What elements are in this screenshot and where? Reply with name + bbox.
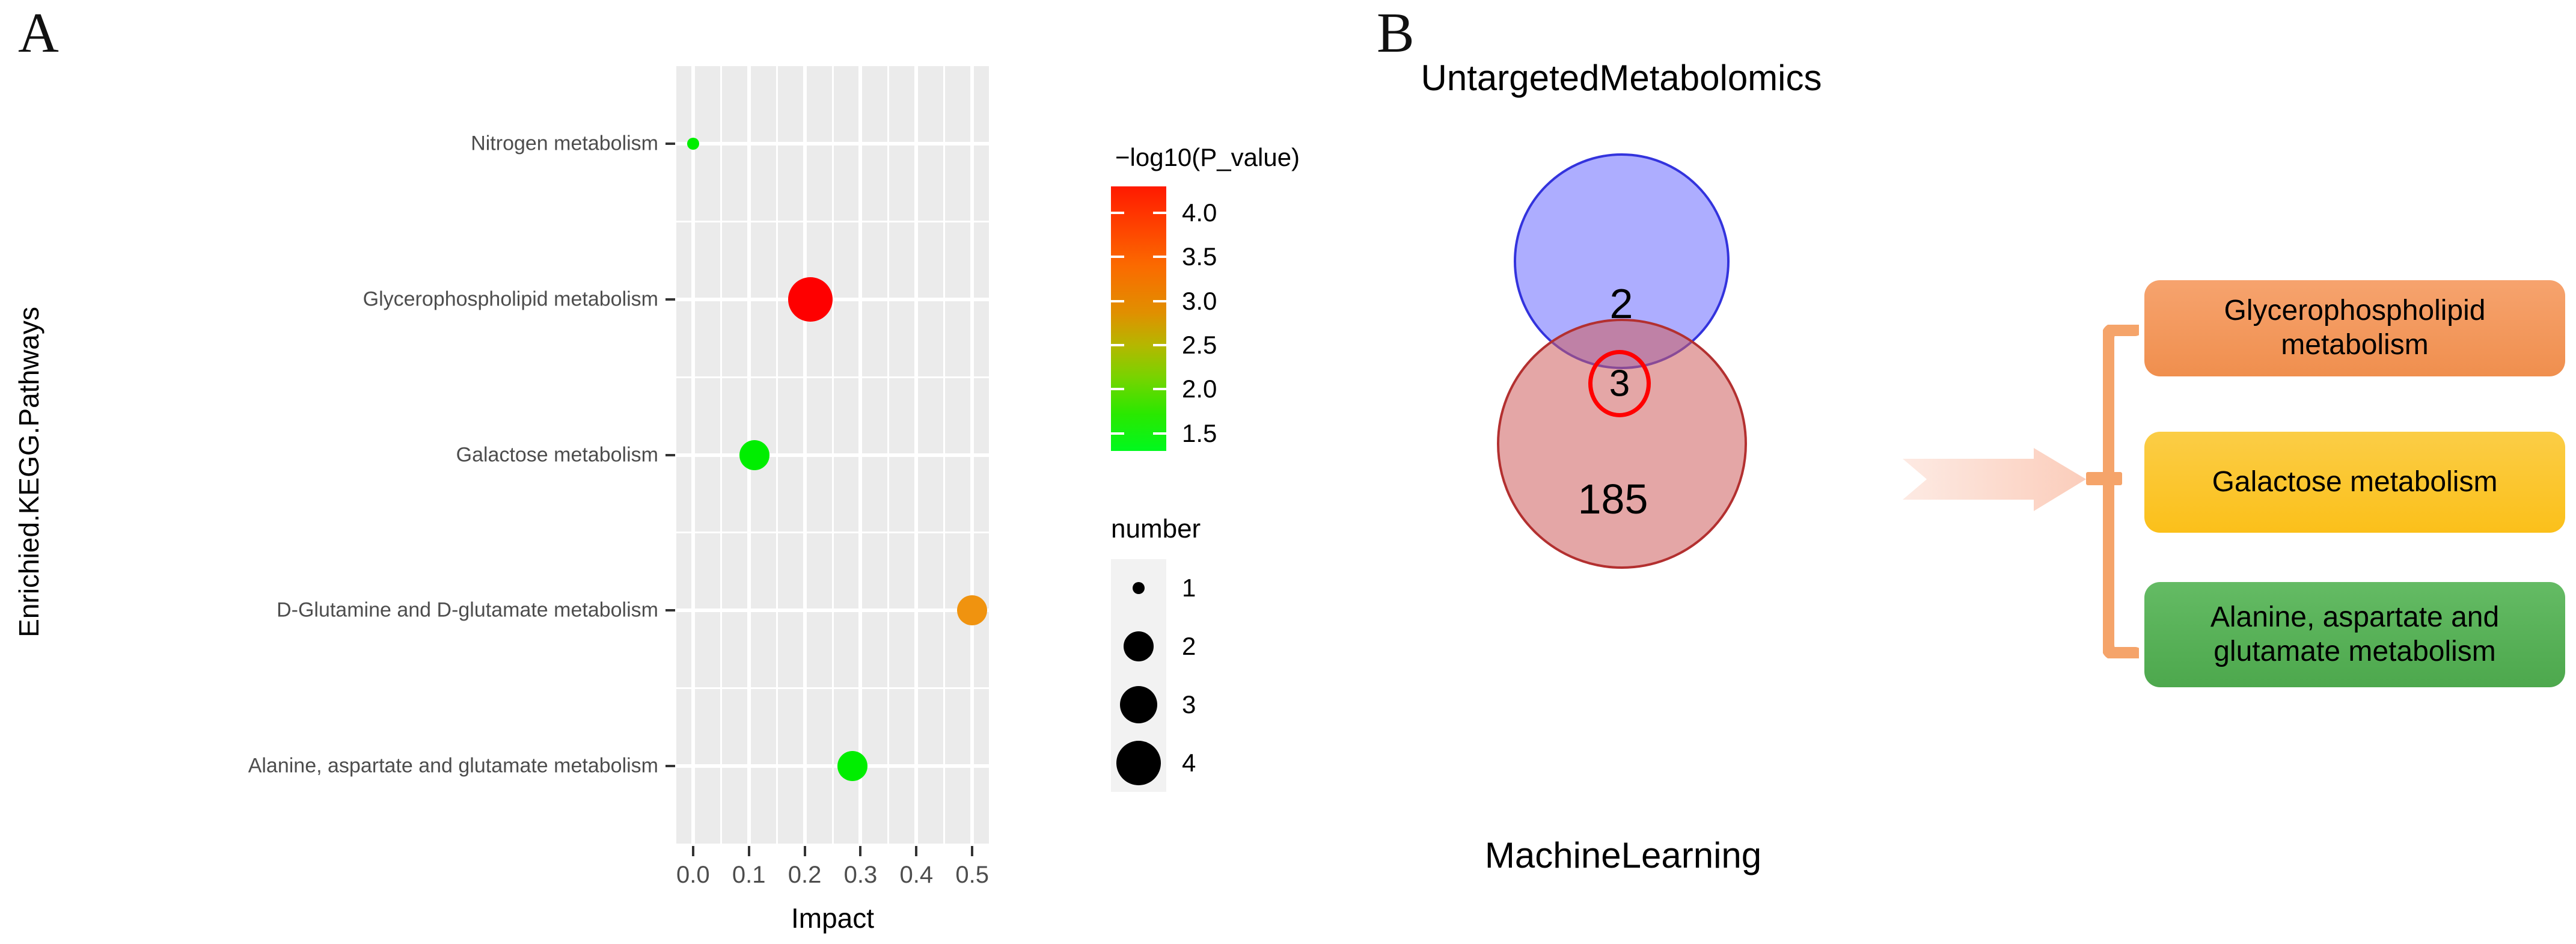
gridline-horizontal-minor <box>676 687 989 689</box>
x-axis-title: Impact <box>791 903 875 934</box>
x-axis-tick-label: 0.5 <box>955 862 989 888</box>
y-axis-tick <box>665 298 675 301</box>
gridline-horizontal-major <box>676 453 989 457</box>
color-legend-tick-label: 1.5 <box>1182 418 1217 447</box>
color-legend-bar <box>1111 186 1166 451</box>
color-legend-tick-label: 4.0 <box>1182 198 1217 227</box>
dotplot-point <box>687 138 699 150</box>
color-legend-tick-label: 3.5 <box>1182 242 1217 271</box>
gridline-horizontal-major <box>676 764 989 768</box>
size-legend-label: 3 <box>1182 690 1196 719</box>
y-axis-tick <box>665 143 675 146</box>
size-legend-dot <box>1116 740 1161 785</box>
dotplot-plot-area <box>676 66 989 844</box>
gridline-horizontal-major <box>676 608 989 613</box>
y-axis-tick <box>665 764 675 767</box>
color-legend-tick <box>1111 432 1124 435</box>
bracket-icon <box>2103 325 2139 658</box>
color-legend-tick <box>1111 344 1124 346</box>
size-legend-dot <box>1120 685 1157 723</box>
x-axis-tick-label: 0.0 <box>676 862 710 888</box>
color-legend-tick <box>1111 212 1124 214</box>
color-legend-tick-label: 2.0 <box>1182 375 1217 403</box>
gridline-horizontal-minor <box>676 376 989 378</box>
x-axis-tick-label: 0.2 <box>788 862 822 888</box>
x-axis-tick <box>915 846 918 856</box>
color-legend-tick <box>1111 299 1124 302</box>
color-legend-tick-label: 2.5 <box>1182 331 1217 359</box>
gridline-horizontal-major <box>676 142 989 146</box>
size-legend-label: 4 <box>1182 748 1196 777</box>
dotplot-point <box>837 750 867 781</box>
color-legend-tick <box>1153 388 1166 391</box>
y-axis-tick-label: Galactose metabolism <box>456 443 658 466</box>
y-axis-tick-label: D-Glutamine and D-glutamate metabolism <box>277 598 658 622</box>
gridline-horizontal-minor <box>676 221 989 223</box>
size-legend-dot <box>1133 582 1145 595</box>
panel-b-letter: B <box>1377 2 1415 64</box>
venn-label-machine-learning: MachineLearning <box>1484 835 1762 875</box>
x-axis-tick <box>747 846 750 856</box>
y-axis-tick <box>665 453 675 456</box>
arrow-icon <box>1903 448 2086 511</box>
venn-intersection-highlight-ring <box>1588 350 1651 417</box>
x-axis-tick <box>691 846 694 856</box>
gridline-horizontal-minor <box>676 532 989 534</box>
pathway-box-glycerophospholipid: Glycerophospholipid metabolism <box>2144 280 2565 376</box>
x-axis-tick-label: 0.3 <box>843 862 878 888</box>
color-legend-tick <box>1153 256 1166 259</box>
color-legend-tick <box>1153 299 1166 302</box>
dotplot-point <box>957 595 988 626</box>
panel-a-dotplot: A Enrichied.KEGG.Pathways Impact −log10(… <box>13 2 1300 934</box>
gridline-horizontal-major <box>676 297 989 301</box>
color-legend-tick <box>1153 212 1166 214</box>
pathway-box-alanine-aspartate-glutamate: Alanine, aspartate and glutamate metabol… <box>2144 582 2565 687</box>
panel-a-letter: A <box>18 2 59 64</box>
size-legend-title: number <box>1111 514 1201 544</box>
bracket-stub <box>2086 472 2122 485</box>
size-legend-dot <box>1124 631 1154 662</box>
size-legend-label: 1 <box>1182 574 1196 602</box>
y-axis-tick-label: Glycerophospholipid metabolism <box>363 287 658 311</box>
x-axis-tick <box>803 846 806 856</box>
venn-count-bottom-only: 185 <box>1577 476 1648 523</box>
x-axis-tick <box>859 846 862 856</box>
y-axis-tick-label: Nitrogen metabolism <box>471 132 658 155</box>
color-legend-title: −log10(P_value) <box>1115 143 1300 171</box>
venn-count-top-only: 2 <box>1609 280 1633 327</box>
dotplot-point <box>739 440 769 470</box>
color-legend-tick-label: 3.0 <box>1182 286 1217 315</box>
color-legend-tick <box>1111 388 1124 391</box>
color-legend-tick <box>1111 256 1124 259</box>
x-axis-tick-label: 0.4 <box>899 862 934 888</box>
venn-label-untargeted-metabolomics: UntargetedMetabolomics <box>1421 58 1822 98</box>
pathway-box-galactose: Galactose metabolism <box>2144 432 2565 533</box>
y-axis-title: Enrichied.KEGG.Pathways <box>13 307 44 637</box>
y-axis-tick-label: Alanine, aspartate and glutamate metabol… <box>248 754 658 777</box>
y-axis-tick <box>665 609 675 612</box>
color-legend-tick <box>1153 432 1166 435</box>
venn-count-intersection: 3 <box>1609 363 1630 405</box>
x-axis-tick <box>971 846 974 856</box>
x-axis-tick-label: 0.1 <box>732 862 766 888</box>
dotplot-point <box>788 277 833 322</box>
color-legend-tick <box>1153 344 1166 346</box>
size-legend-label: 2 <box>1182 632 1196 661</box>
